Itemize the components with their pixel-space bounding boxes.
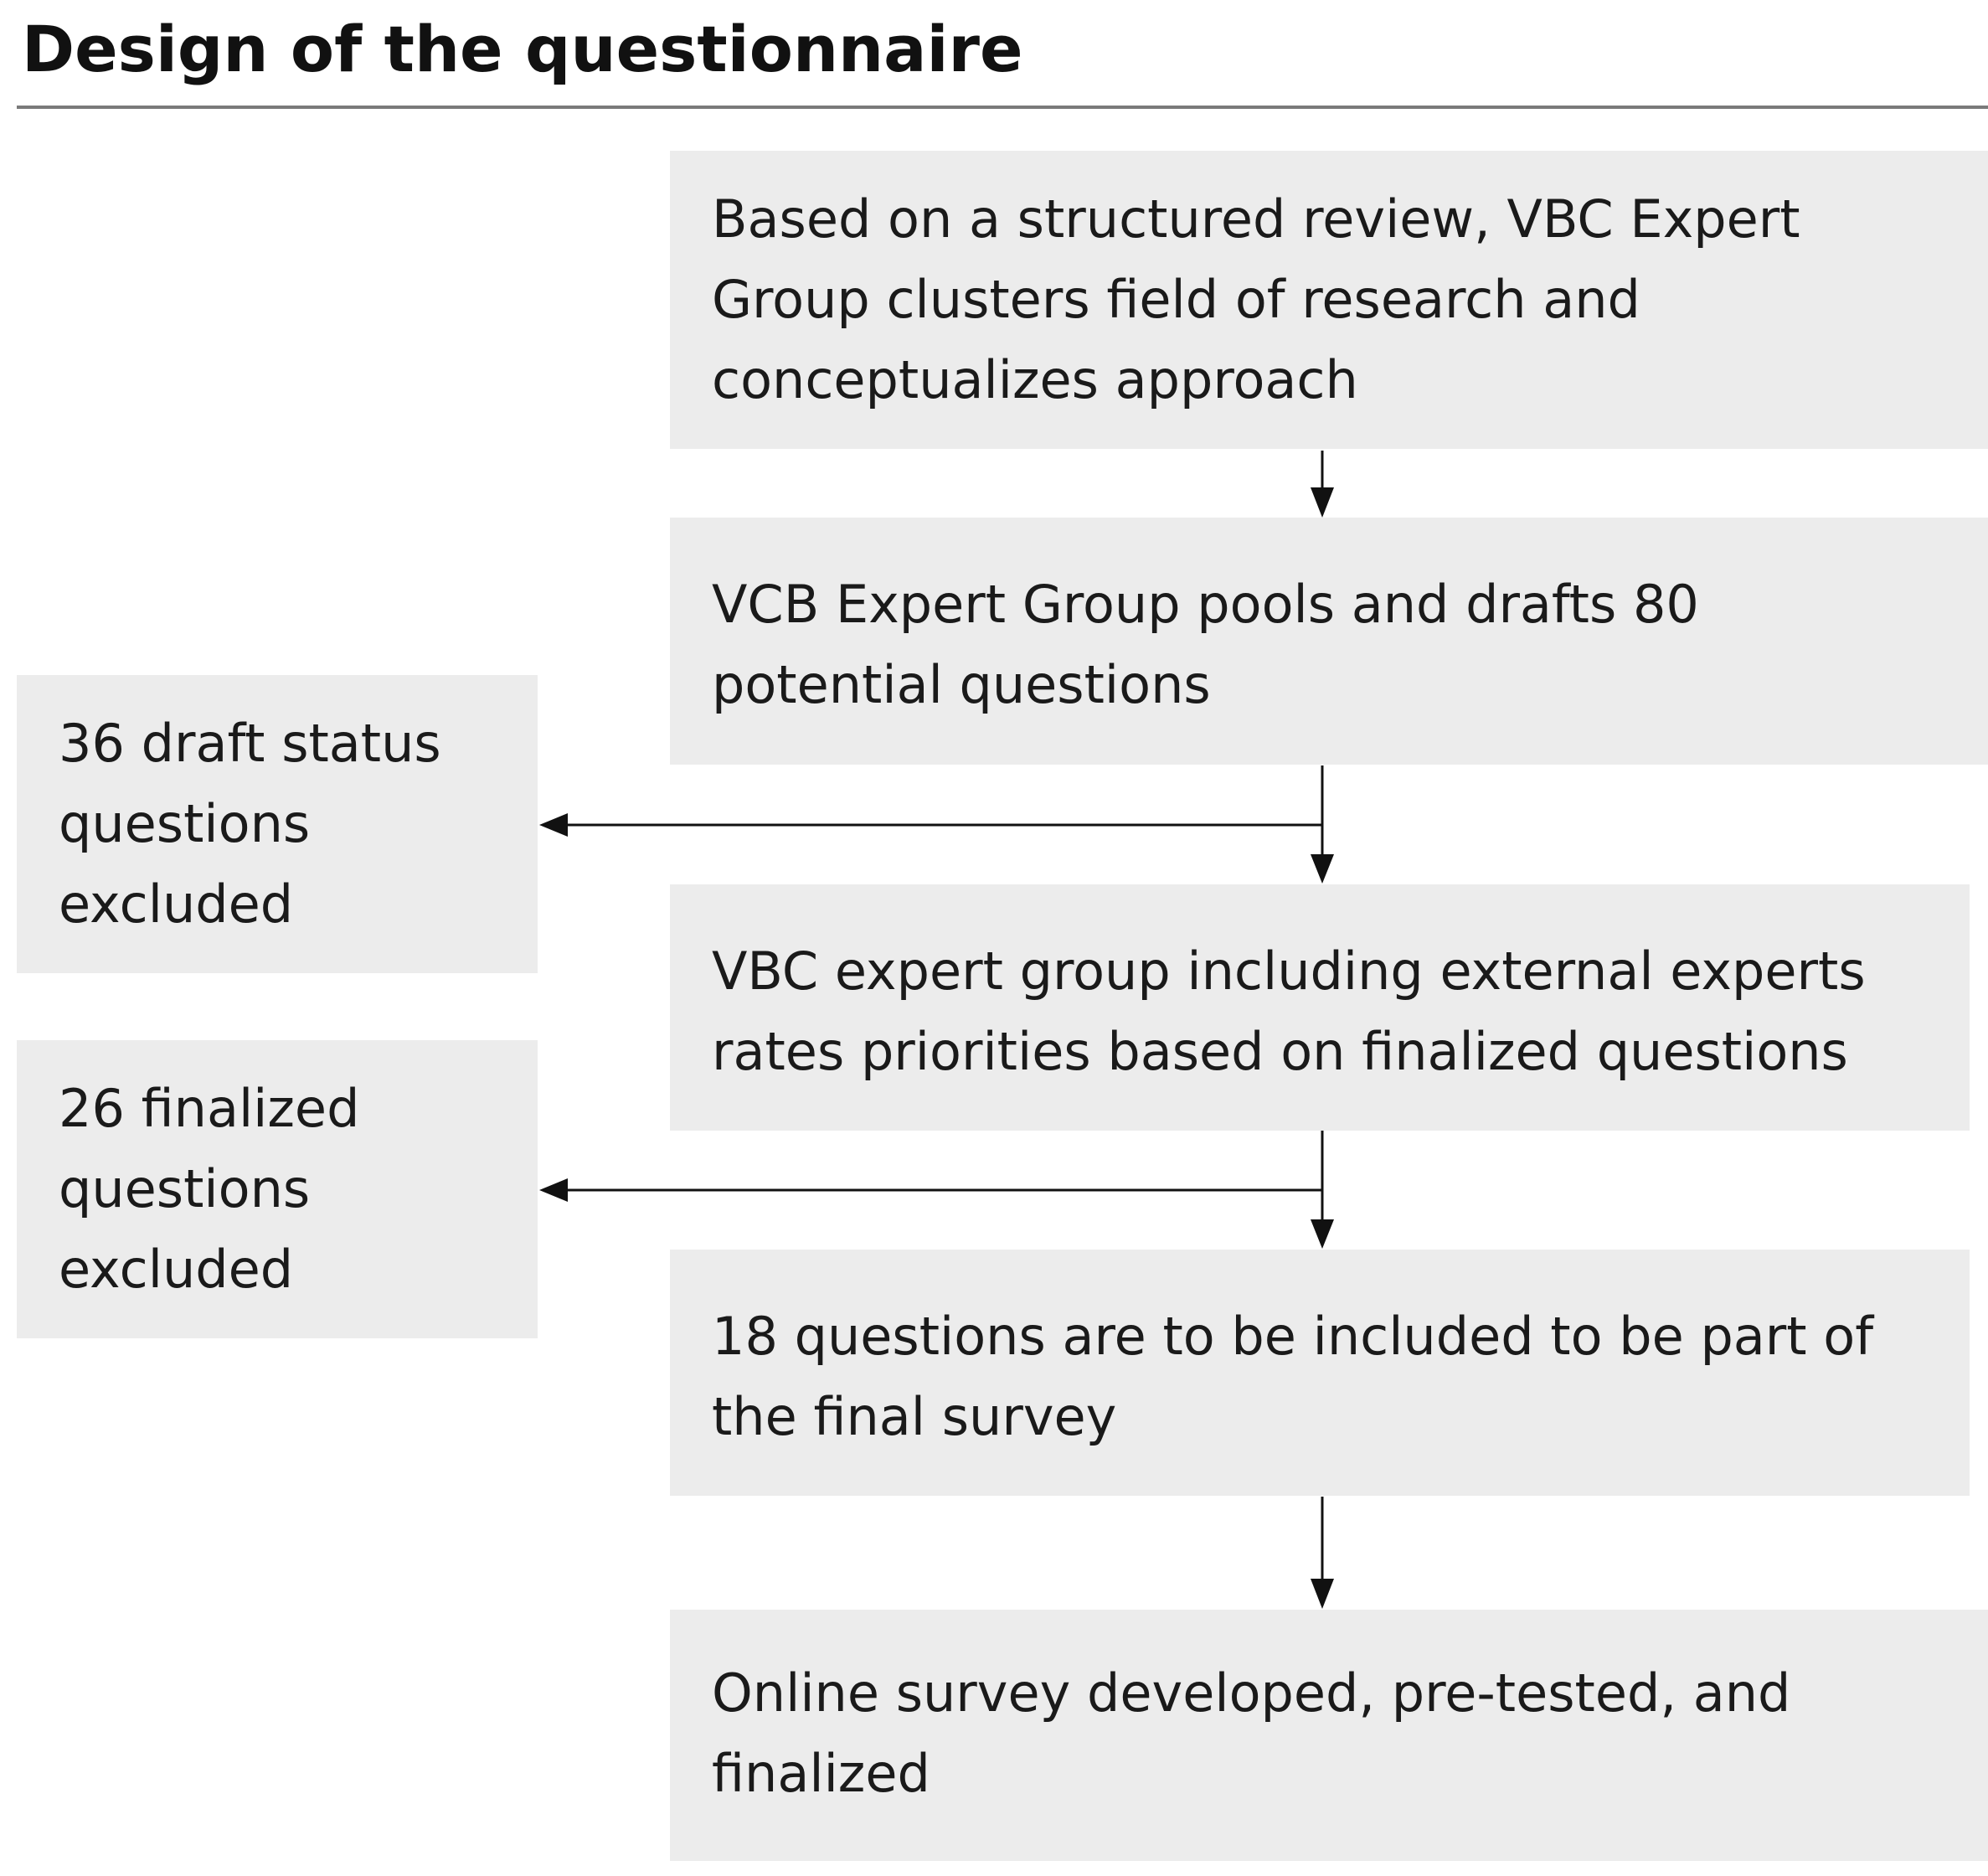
arrow-to-exclusion-finalized — [539, 1178, 1322, 1202]
step-text-structured-review: Based on a structured review, VBC Expert… — [712, 188, 1800, 410]
title-divider — [17, 106, 1988, 109]
arrow-step3-to-step4 — [1311, 1131, 1334, 1249]
step-text-draft-questions: VCB Expert Group pools and drafts 80 pot… — [712, 574, 1699, 715]
arrow-step2-to-step3 — [1311, 765, 1334, 884]
exclusion-box-draft-status: 36 draft status questions excluded — [17, 675, 538, 973]
arrow-to-exclusion-draft-status — [539, 813, 1322, 837]
step-box-draft-questions: VCB Expert Group pools and drafts 80 pot… — [670, 518, 1988, 765]
step-text-rate-priorities: VBC expert group including external expe… — [712, 941, 1866, 1082]
exclusion-text-draft-status: 36 draft status questions excluded — [59, 713, 441, 935]
exclusion-box-finalized: 26 finalized questions excluded — [17, 1040, 538, 1338]
step-text-included-questions: 18 questions are to be included to be pa… — [712, 1306, 1874, 1447]
step-box-included-questions: 18 questions are to be included to be pa… — [670, 1250, 1970, 1496]
page-title: Design of the questionnaire — [22, 12, 1023, 86]
arrow-step1-to-step2 — [1311, 451, 1334, 518]
step-box-online-survey: Online survey developed, pre-tested, and… — [670, 1610, 1988, 1861]
step-box-structured-review: Based on a structured review, VBC Expert… — [670, 151, 1988, 449]
step-box-rate-priorities: VBC expert group including external expe… — [670, 884, 1970, 1131]
exclusion-text-finalized: 26 finalized questions excluded — [59, 1078, 360, 1300]
arrow-step4-to-step5 — [1311, 1497, 1334, 1609]
step-text-online-survey: Online survey developed, pre-tested, and… — [712, 1662, 1791, 1804]
